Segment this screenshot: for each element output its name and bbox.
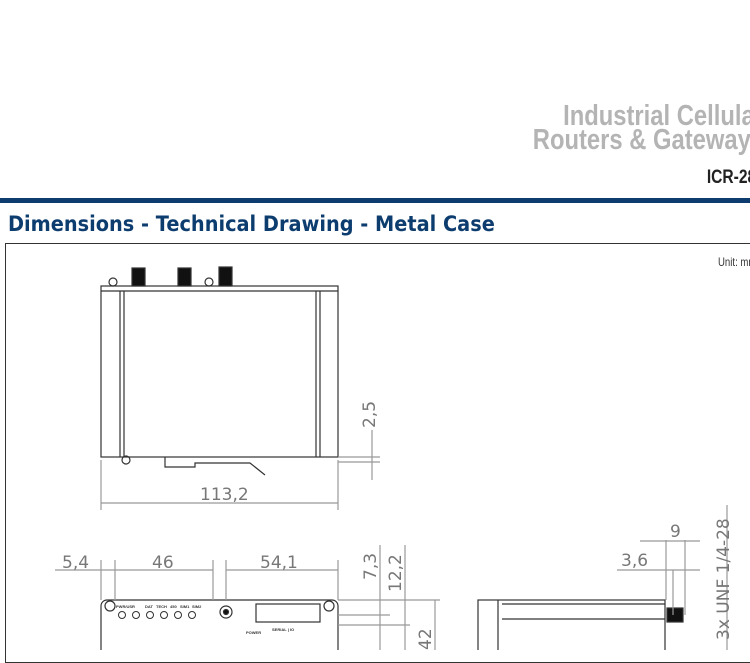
led-label: SIM1 bbox=[180, 604, 190, 609]
section-title: Dimensions - Technical Drawing - Metal C… bbox=[8, 212, 495, 236]
dim-offset: 2,5 bbox=[360, 401, 380, 428]
front-view bbox=[55, 545, 440, 650]
dim-width: 113,2 bbox=[200, 485, 249, 505]
port-label: POWER bbox=[246, 630, 261, 635]
dim-side-2: 3,6 bbox=[621, 551, 648, 571]
antenna-connector-icon bbox=[131, 266, 233, 287]
led-label: TECH bbox=[156, 604, 167, 609]
unit-label: Unit: mm bbox=[718, 255, 750, 269]
side-view bbox=[477, 505, 728, 650]
dim-front-3: 54,1 bbox=[260, 553, 298, 573]
dim-front-1: 5,4 bbox=[62, 553, 89, 573]
thread-spec: 3x UNF 1/4-28 bbox=[714, 518, 734, 640]
top-view bbox=[100, 266, 380, 510]
brand-line-1: Industrial Cellular bbox=[563, 100, 750, 132]
dim-front-6: 42 bbox=[416, 628, 436, 650]
model-name: ICR-28 bbox=[706, 167, 750, 188]
led-label: 450 bbox=[170, 604, 177, 609]
led-label: PWR/USR bbox=[116, 604, 135, 609]
brand-line-2: Routers & Gateways bbox=[532, 124, 750, 156]
dim-front-4: 7,3 bbox=[361, 553, 381, 580]
led-label: SIM2 bbox=[192, 604, 202, 609]
port-label: SERIAL | IO bbox=[272, 627, 294, 632]
dim-front-2: 46 bbox=[152, 553, 174, 573]
header-rule bbox=[0, 198, 750, 203]
dim-front-5: 12,2 bbox=[386, 554, 406, 592]
led-label: DAT bbox=[145, 604, 153, 609]
dim-side-1: 9 bbox=[670, 522, 681, 542]
